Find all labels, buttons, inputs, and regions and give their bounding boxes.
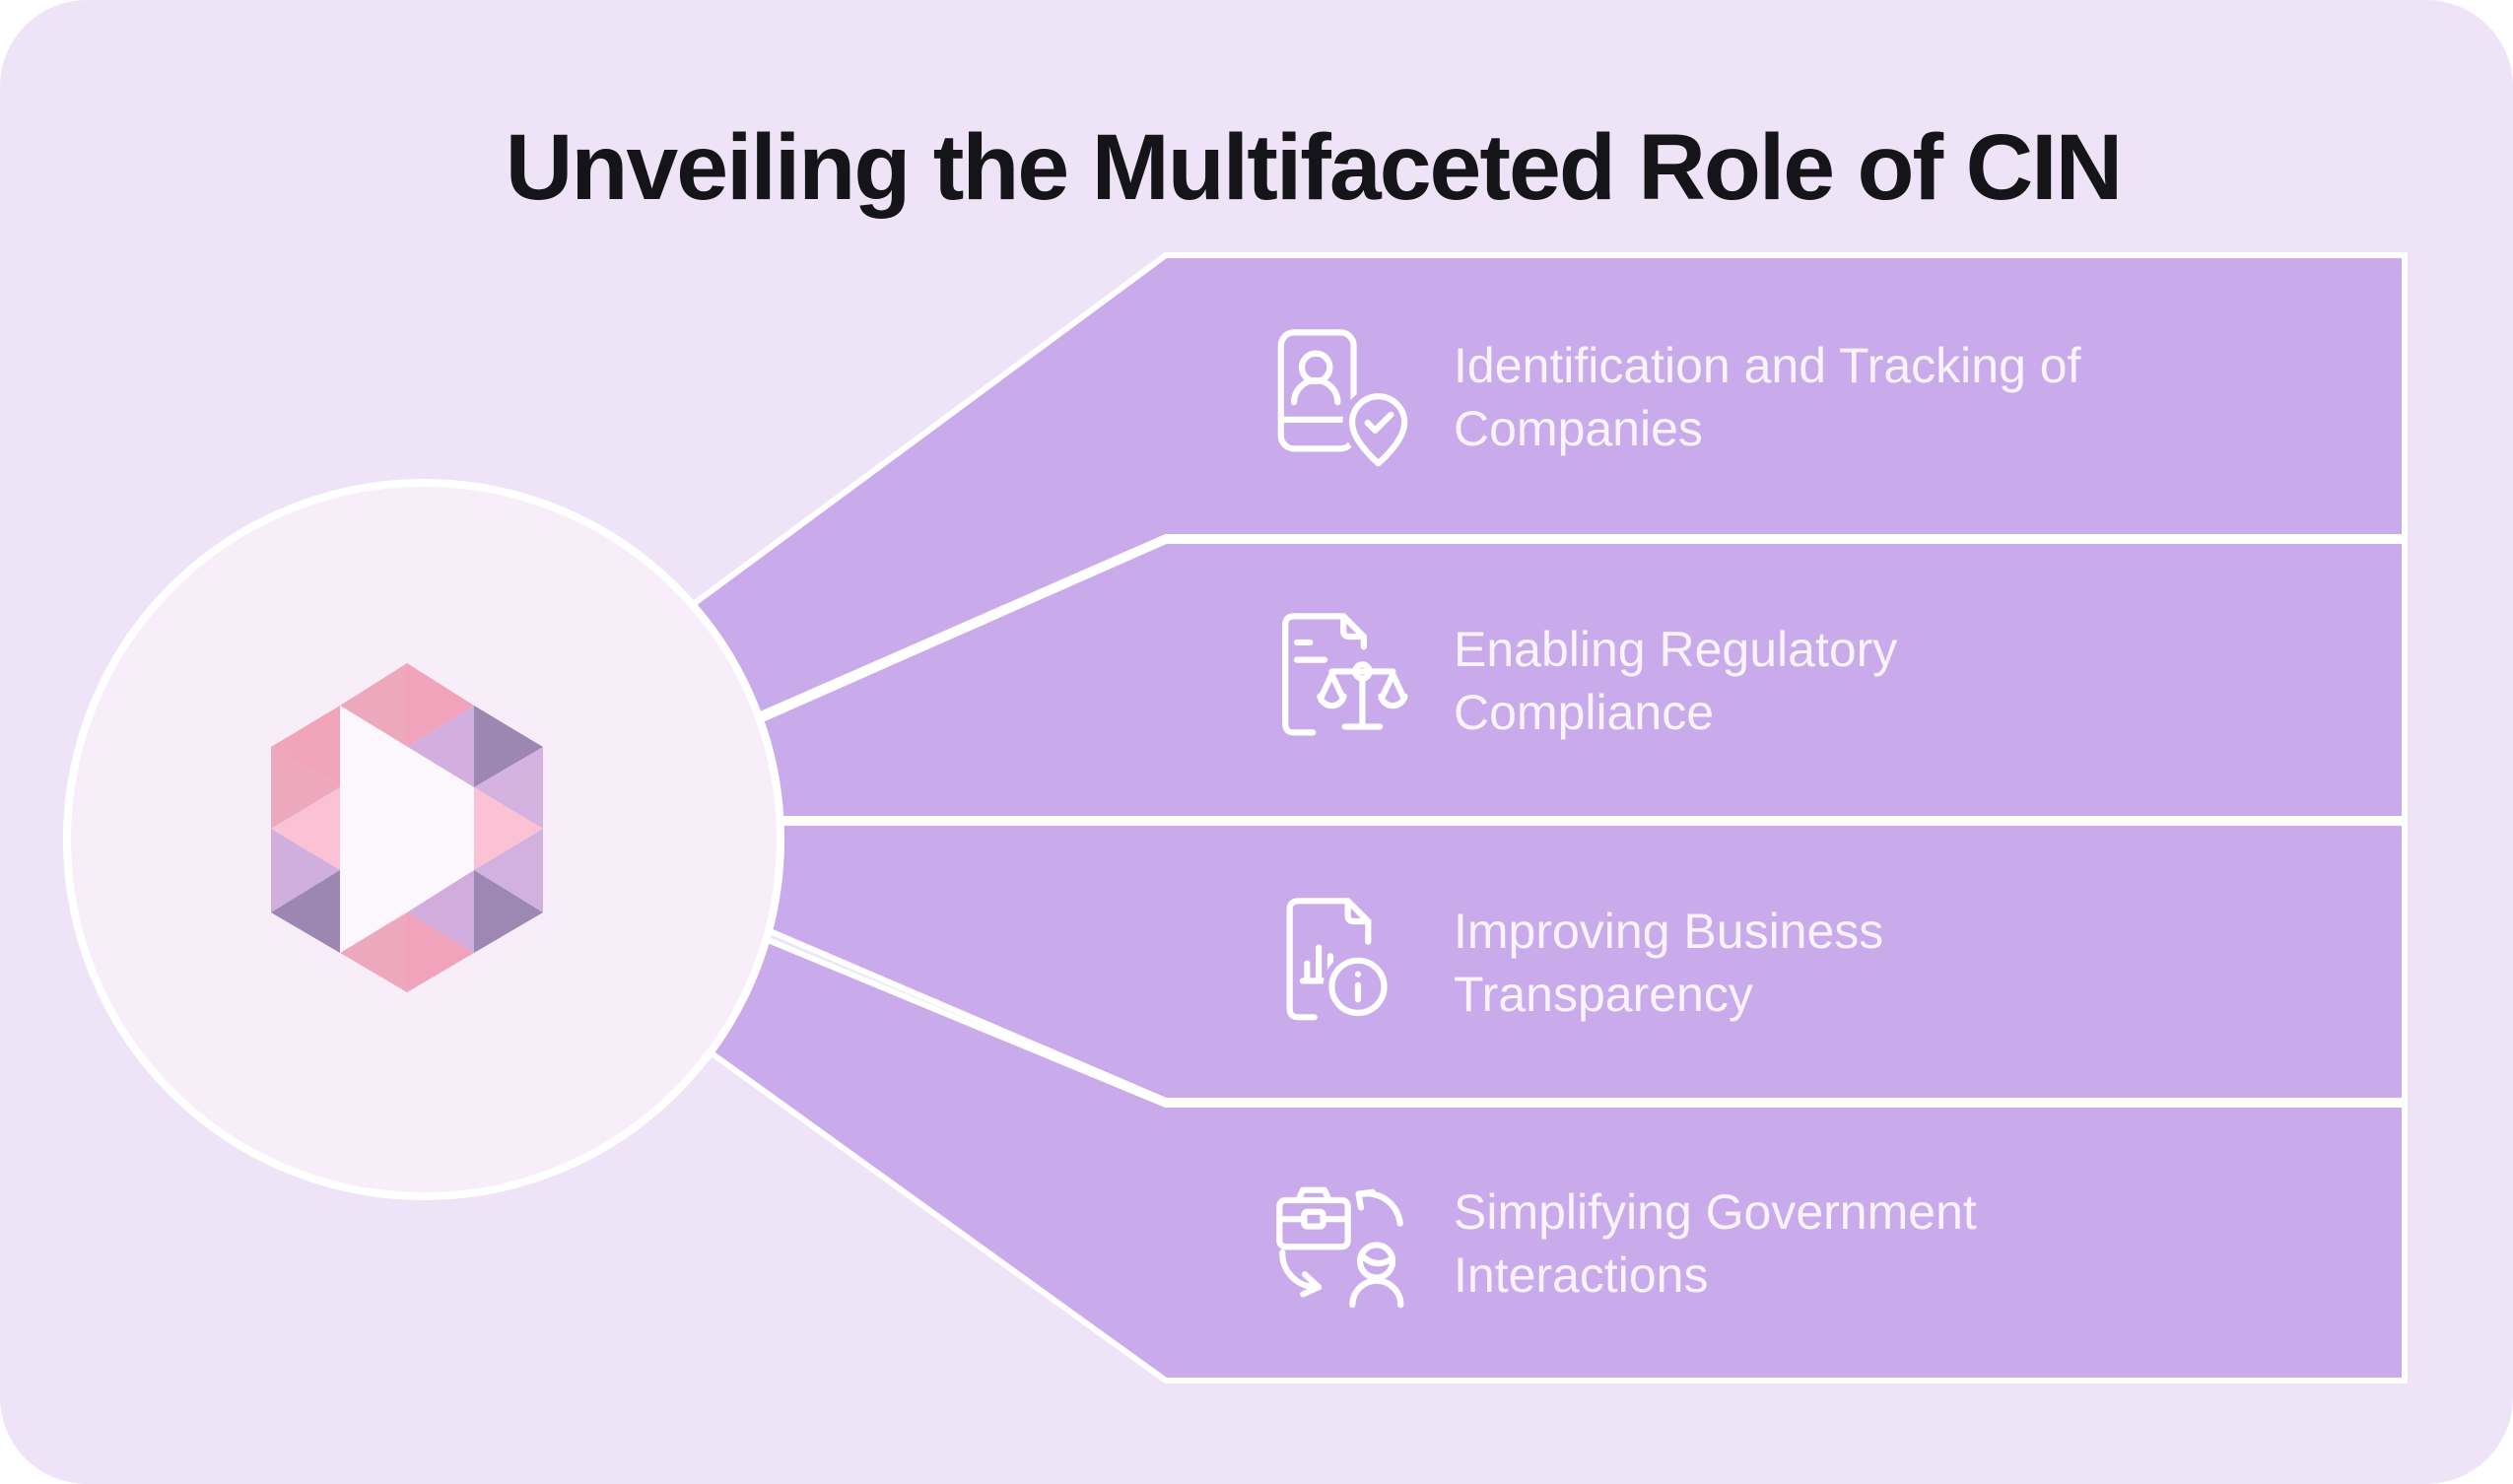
branch-label-1-line1: Identification and Tracking of bbox=[1454, 338, 2081, 393]
branch-label-3: Improving Business Transparency bbox=[1454, 900, 2419, 1030]
branch-label-3-line1: Improving Business bbox=[1454, 904, 1884, 959]
id-card-location-check-icon bbox=[1277, 329, 1414, 473]
branch-label-2: Enabling Regulatory Compliance bbox=[1454, 618, 2419, 748]
document-bar-chart-info-icon bbox=[1286, 898, 1393, 1022]
branch-label-1: Identification and Tracking of Companies bbox=[1454, 334, 2419, 464]
branch-label-4-line1: Simplifying Government bbox=[1454, 1184, 1977, 1240]
hexagon-triangles-logo bbox=[271, 663, 543, 992]
document-scales-icon bbox=[1282, 613, 1408, 736]
branch-label-4-line2: Interactions bbox=[1454, 1248, 1709, 1303]
page-title: Unveiling the Multifaceted Role of CIN bbox=[505, 114, 2123, 220]
logo-white-facet bbox=[340, 706, 474, 953]
branch-label-2-line1: Enabling Regulatory bbox=[1454, 622, 1898, 677]
branch-label-4: Simplifying Government Interactions bbox=[1454, 1180, 2419, 1311]
briefcase-person-exchange-icon bbox=[1276, 1186, 1404, 1309]
branch-label-1-line2: Companies bbox=[1454, 401, 1703, 456]
branch-label-3-line2: Transparency bbox=[1454, 967, 1753, 1022]
branch-label-2-line2: Compliance bbox=[1454, 685, 1715, 740]
